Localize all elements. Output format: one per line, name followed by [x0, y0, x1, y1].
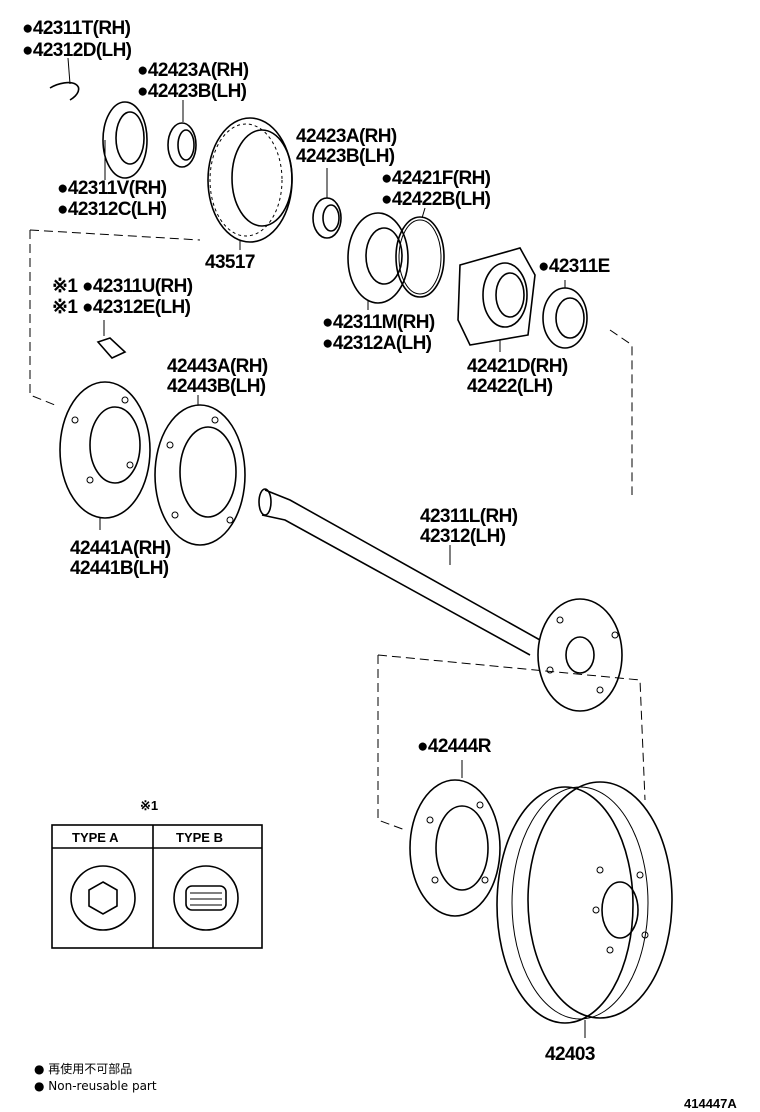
part-label: 42423A(RH) [296, 126, 397, 147]
part-label: 42403 [545, 1044, 595, 1065]
part-label: ●42311T(RH) [22, 18, 131, 39]
part-label: 42423B(LH) [296, 146, 395, 167]
part-label: 42311L(RH) [420, 506, 518, 527]
part-label: 42441B(LH) [70, 558, 169, 579]
part-label: ※1 ●42312E(LH) [52, 297, 191, 318]
guide-line [29, 229, 201, 241]
part-label: ●42422B(LH) [381, 189, 491, 210]
gasket-plate [154, 395, 246, 546]
legend-japanese: ● 再使用不可部品 [34, 1061, 132, 1076]
part-label: ●42311E [538, 256, 610, 277]
snap-ring [49, 57, 80, 101]
part-label: ●42423A(RH) [137, 60, 249, 81]
guide-line [609, 329, 633, 495]
guide-line [29, 230, 56, 406]
part-label: ●42444R [417, 736, 492, 757]
bearing-cone [167, 100, 197, 168]
part-label: ●42421F(RH) [381, 168, 491, 189]
part-label: ●42311V(RH) [57, 178, 167, 199]
brake-drum [496, 781, 673, 1038]
part-label: ●42312A(LH) [322, 333, 432, 354]
abs-rotor-gear [207, 117, 293, 250]
inset-mark: ※1 [140, 798, 158, 813]
type-b-label: TYPE B [176, 830, 223, 845]
retainer-plate [59, 381, 151, 530]
part-label: 42312(LH) [420, 526, 506, 547]
part-label: 43517 [205, 252, 255, 273]
bearing-cone-2 [312, 168, 342, 239]
part-label: ●42423B(LH) [137, 81, 247, 102]
type-a-label: TYPE A [72, 830, 119, 845]
diagram-id: 414447A [684, 1096, 737, 1111]
guide-line [377, 655, 406, 831]
part-label: ●42312C(LH) [57, 199, 167, 220]
part-label: ●42312D(LH) [22, 40, 132, 61]
legend-english: ● Non-reusable part [34, 1079, 157, 1093]
bearing-housing [457, 247, 536, 352]
oil-seal [102, 101, 148, 180]
part-label: ●42311M(RH) [322, 312, 435, 333]
axle-shaft [258, 488, 623, 712]
part-label: 42441A(RH) [70, 538, 171, 559]
type-inset [51, 824, 263, 949]
hub-bolt [96, 320, 127, 359]
guide-line [377, 654, 646, 801]
part-label: 42443B(LH) [167, 376, 266, 397]
part-label: 42443A(RH) [167, 356, 268, 377]
axle-bearing [347, 212, 409, 310]
o-ring [395, 207, 445, 298]
inner-bearing [542, 280, 588, 349]
part-label: ※1 ●42311U(RH) [52, 276, 193, 297]
drum-gasket [409, 760, 501, 917]
part-label: 42422(LH) [467, 376, 553, 397]
part-label: 42421D(RH) [467, 356, 568, 377]
